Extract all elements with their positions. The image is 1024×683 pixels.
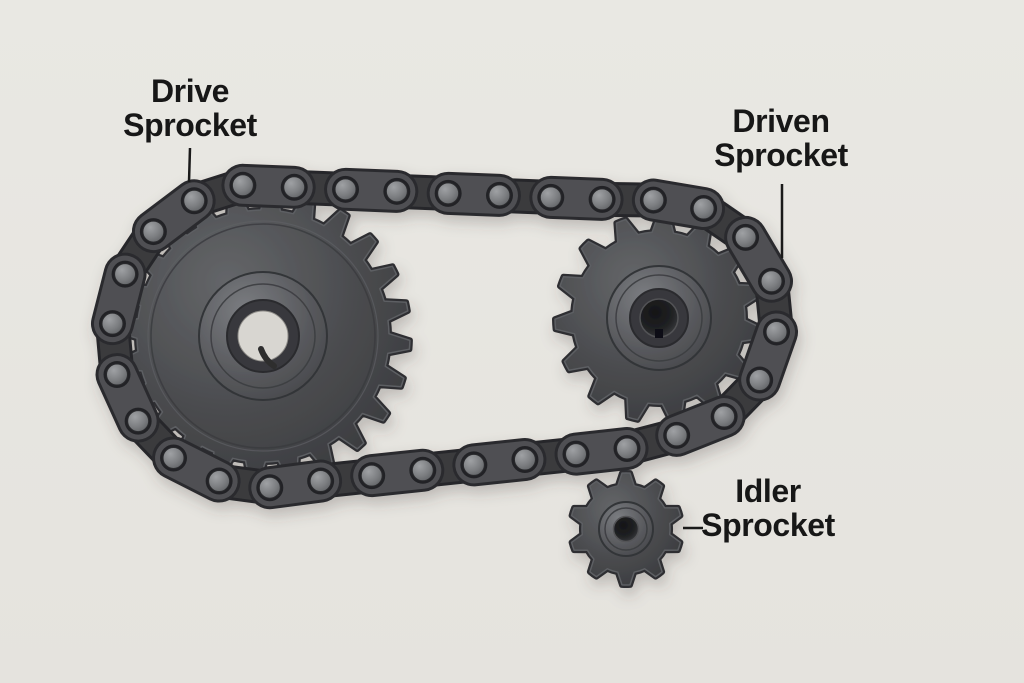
hub-step-ring <box>210 283 316 389</box>
leader-lines <box>187 147 784 530</box>
chain-pin <box>437 182 460 205</box>
chain-pin <box>734 226 757 249</box>
idler-sprocket-label: Idler Sprocket <box>701 474 835 542</box>
chain-drive-assembly <box>90 163 799 589</box>
chain-pin <box>385 180 408 203</box>
drive-sprocket-label-line2: Sprocket <box>123 107 257 143</box>
hub-step-ring <box>615 274 703 362</box>
bore-hole <box>612 515 640 543</box>
chain-pin <box>488 184 511 207</box>
chain-pin <box>616 437 639 460</box>
chain-pin <box>642 189 665 212</box>
chain-pin <box>748 369 771 392</box>
chain-pin <box>101 312 124 335</box>
chain-pin <box>462 453 485 476</box>
chain-pin <box>208 470 231 493</box>
idler-sprocket-label-line1: Idler <box>735 473 801 509</box>
chain-pin <box>713 405 736 428</box>
roller-chain <box>90 163 799 510</box>
bore-hole <box>237 310 289 362</box>
idler-sprocket <box>568 469 684 589</box>
chain-pin <box>309 470 332 493</box>
chain-pin <box>283 176 306 199</box>
groove-ring-highlight <box>147 220 379 452</box>
drive-sprocket-leader-line <box>187 147 192 183</box>
keyway-mark <box>258 346 277 369</box>
chain-pin <box>162 446 185 469</box>
chain-pin <box>692 197 715 220</box>
driven-sprocket-label-line2: Sprocket <box>714 137 848 173</box>
chain-pin <box>334 178 357 201</box>
chain-pin <box>142 220 165 243</box>
chain-pin <box>411 459 434 482</box>
chain-pin <box>183 189 206 212</box>
chain-pin <box>760 270 783 293</box>
chain-pin <box>591 188 614 211</box>
drive-sprocket-label: Drive Sprocket <box>123 74 257 142</box>
driven-sprocket-label-line1: Driven <box>732 103 830 139</box>
chain-pin <box>127 410 150 433</box>
chain-pin <box>539 186 562 209</box>
chain-pin <box>665 424 688 447</box>
chain-pin <box>765 320 788 343</box>
drive-sprocket-label-line1: Drive <box>150 73 230 109</box>
chain-pin <box>258 476 281 499</box>
chain-pin <box>114 263 137 286</box>
drive-sprocket <box>113 186 413 486</box>
chain-pin <box>360 464 383 487</box>
keyway-notch <box>655 329 663 338</box>
driven-sprocket-label: Driven Sprocket <box>714 104 848 172</box>
idler-sprocket-label-line2: Sprocket <box>701 507 835 543</box>
hub-step-ring <box>604 507 648 551</box>
chain-pin <box>106 363 129 386</box>
chain-pin <box>565 443 588 466</box>
chain-pin <box>513 448 536 471</box>
groove-ring <box>150 223 376 449</box>
chain-pin <box>231 174 254 197</box>
